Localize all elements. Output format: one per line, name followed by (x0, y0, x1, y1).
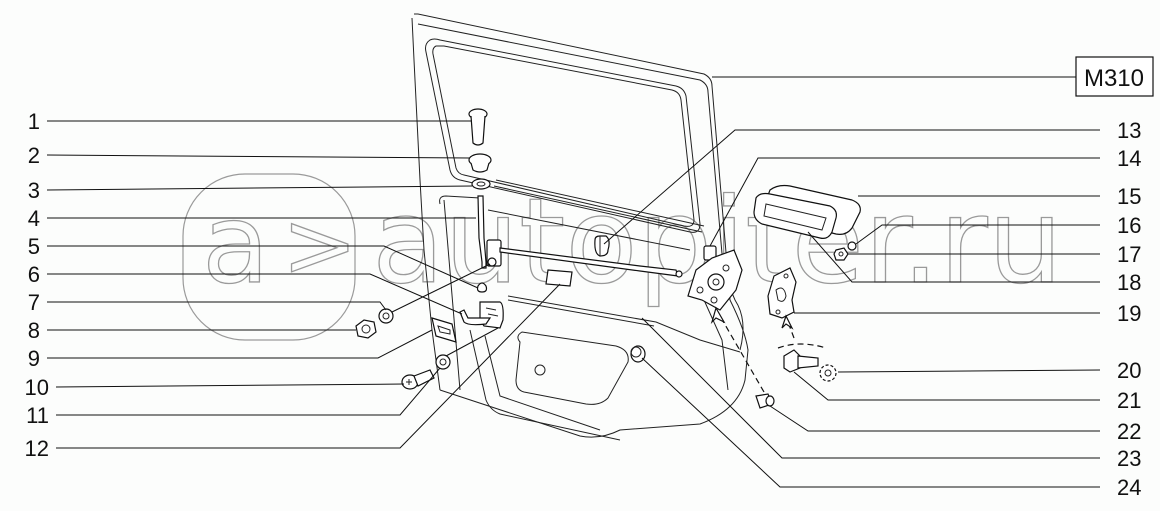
part-button-bushing[interactable] (468, 153, 492, 173)
callout-16[interactable]: 16 (1117, 213, 1141, 238)
leader-20 (837, 369, 1101, 373)
part-washer-3[interactable] (471, 178, 491, 190)
callout-7[interactable]: 7 (28, 290, 40, 315)
part-rod-holder[interactable] (594, 235, 610, 257)
arrow-head-icon (710, 306, 726, 325)
callout-15[interactable]: 15 (1117, 184, 1141, 209)
watermark: a > autopiter.ru (182, 171, 1063, 341)
callout-6[interactable]: 6 (28, 262, 40, 287)
callout-12[interactable]: 12 (25, 436, 49, 461)
part-washer-11[interactable] (435, 354, 451, 370)
part-inner-handle[interactable] (459, 301, 504, 329)
leader-11 (56, 367, 441, 416)
part-rod-linkage[interactable] (486, 239, 683, 278)
leader-21 (793, 371, 1100, 401)
callout-21[interactable]: 21 (1117, 388, 1141, 413)
part-striker[interactable] (767, 267, 797, 319)
part-rod-guide-pad[interactable] (545, 269, 573, 287)
callout-19[interactable]: 19 (1117, 301, 1141, 326)
part-lock-button[interactable] (468, 108, 488, 146)
leader-7b (391, 263, 491, 313)
part-screw-10[interactable] (401, 369, 435, 390)
part-lock-rod[interactable] (477, 195, 487, 269)
leader-16 (855, 224, 1100, 245)
leader-5 (47, 245, 479, 289)
leader-10 (55, 383, 405, 388)
callout-24[interactable]: 24 (1117, 475, 1141, 500)
right-callout-numbers: 13 14 15 16 17 18 19 20 21 22 23 24 (1117, 118, 1141, 500)
callout-20[interactable]: 20 (1117, 358, 1141, 383)
leader-18 (807, 231, 1100, 283)
callout-10[interactable]: 10 (25, 375, 49, 400)
code-box-frame (1075, 56, 1154, 97)
callout-13[interactable]: 13 (1117, 118, 1141, 143)
arrow-head-icon (781, 314, 794, 330)
callout-14[interactable]: 14 (1117, 146, 1141, 171)
watermark-logo-frame (182, 173, 356, 341)
part-nut-8[interactable] (355, 319, 377, 339)
callout-23[interactable]: 23 (1117, 446, 1141, 471)
leader-11b (445, 327, 499, 357)
leader-7 (47, 301, 387, 311)
leader-3 (46, 185, 473, 191)
part-rod-clip[interactable] (476, 282, 488, 293)
parts (355, 108, 861, 409)
leader-13 (603, 129, 1100, 245)
callout-4[interactable]: 4 (28, 206, 40, 231)
leader-6 (47, 273, 463, 315)
part-door-lock[interactable] (687, 249, 743, 311)
callout-22[interactable]: 22 (1117, 419, 1141, 444)
callout-5[interactable]: 5 (28, 234, 40, 259)
part-screw-22[interactable] (755, 393, 775, 409)
part-lock-washer[interactable] (819, 364, 837, 382)
leader-9 (47, 329, 433, 359)
callout-17[interactable]: 17 (1117, 242, 1141, 267)
part-nut-17[interactable] (833, 247, 849, 261)
part-outer-handle[interactable] (753, 184, 861, 239)
assembly-arrow-lock (719, 315, 765, 393)
diagram-code: M310 (1084, 65, 1144, 92)
leader-14 (709, 157, 1100, 247)
part-washer-7[interactable] (378, 308, 394, 324)
watermark-logo-letter: a (202, 180, 269, 308)
leader-2 (46, 154, 471, 159)
callout-2[interactable]: 2 (28, 143, 40, 168)
leader-12 (56, 283, 561, 449)
part-plug[interactable] (630, 345, 646, 363)
part-striker-bolt[interactable] (783, 349, 819, 373)
callout-9[interactable]: 9 (28, 346, 40, 371)
leader-22 (769, 405, 1100, 432)
callout-18[interactable]: 18 (1117, 270, 1141, 295)
leader-23 (641, 317, 1100, 459)
door-panel (411, 13, 749, 441)
callout-11[interactable]: 11 (26, 403, 49, 428)
leader-24 (641, 357, 1100, 488)
diagram-code-box: M310 (1075, 56, 1154, 97)
callout-8[interactable]: 8 (28, 318, 40, 343)
callout-3[interactable]: 3 (28, 178, 40, 203)
left-callout-numbers: 1 2 3 4 5 6 7 8 9 10 11 12 (25, 109, 49, 461)
part-nut-16[interactable] (847, 241, 857, 251)
assembly-arc (777, 343, 827, 349)
callout-1[interactable]: 1 (28, 109, 40, 134)
part-handle-bezel[interactable] (431, 317, 457, 343)
leader-lines (46, 76, 1101, 488)
